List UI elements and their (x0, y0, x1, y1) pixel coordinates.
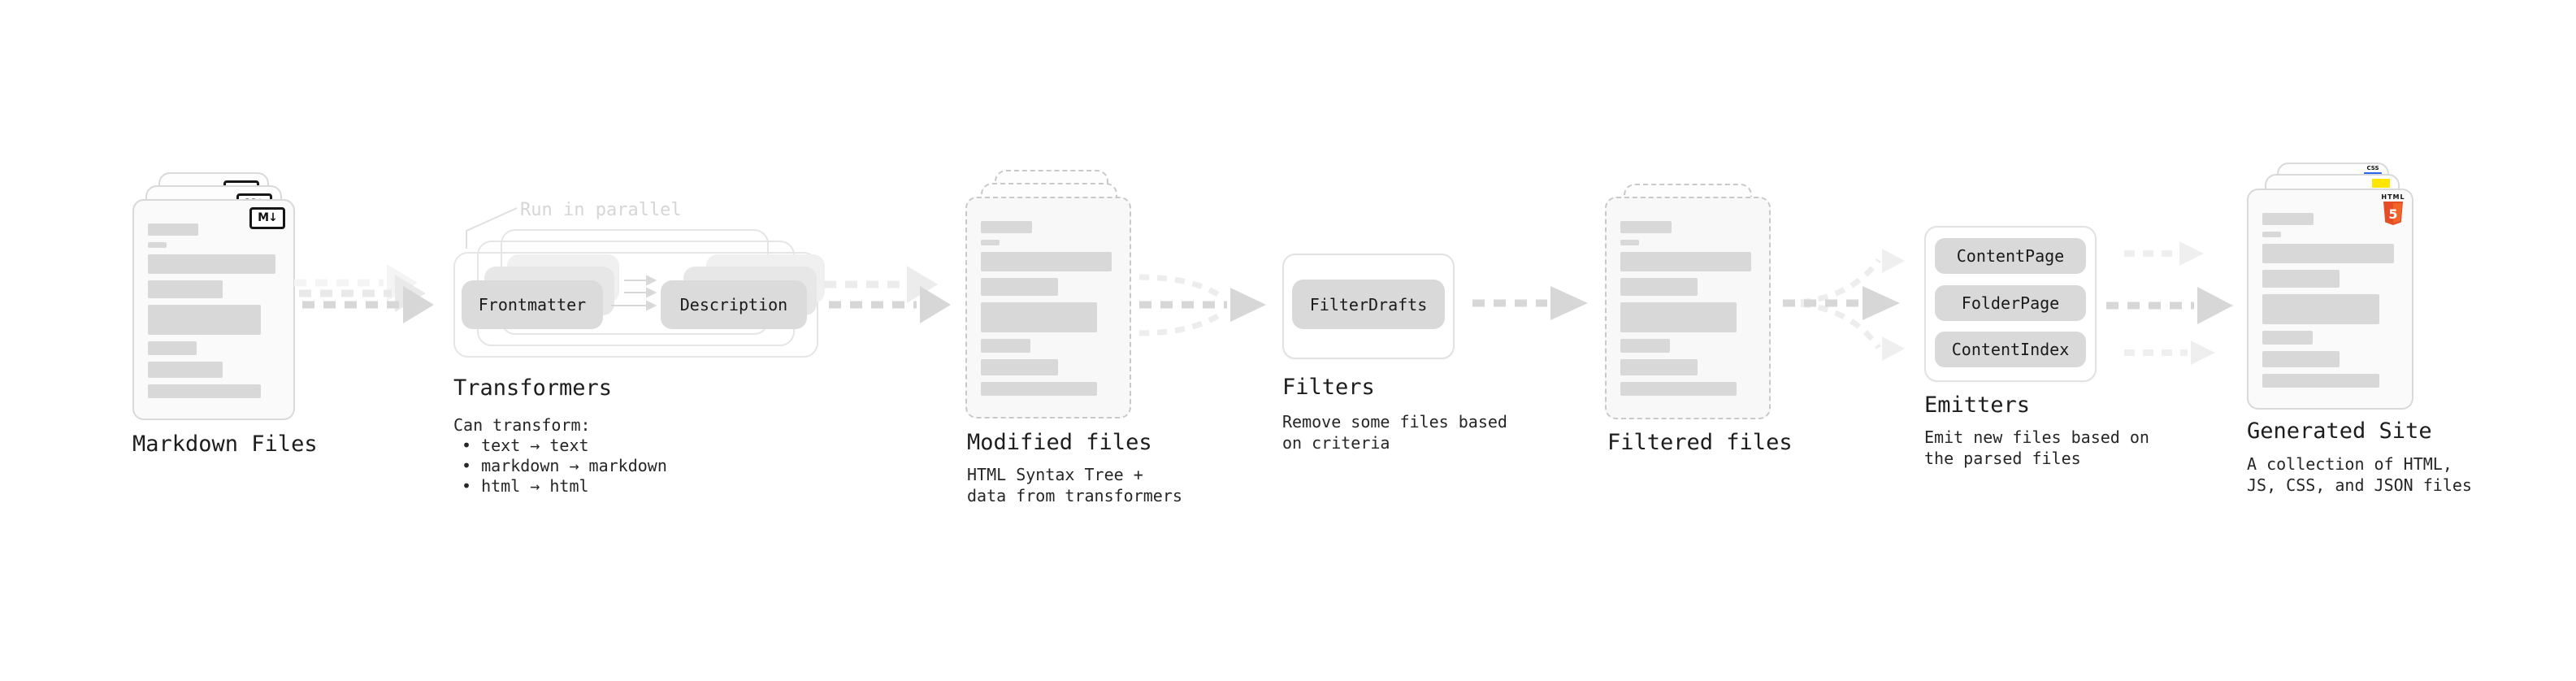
html5-icon-text: HTML (2381, 193, 2405, 201)
arrow-markdown-to-transformers (294, 264, 434, 323)
run-in-parallel-note: Run in parallel (520, 200, 682, 220)
generated-desc-line: A collection of HTML, (2247, 454, 2452, 474)
transformers-desc-title: Can transform: (453, 415, 591, 435)
css-icon: CSS (2364, 166, 2382, 175)
folderpage-pill: FolderPage (1935, 285, 2086, 321)
emitters-desc-line: Emit new files based on (1924, 427, 2149, 447)
arrow-emitters-to-generated (2106, 241, 2233, 365)
document-content-placeholder (2262, 213, 2398, 388)
generated-desc-line: JS, CSS, and JSON files (2247, 475, 2472, 495)
svg-text:5: 5 (2388, 206, 2397, 222)
arrow-filters-to-filtered (1472, 286, 1588, 320)
modified-desc-line: HTML Syntax Tree + (967, 465, 1143, 484)
generated-html-file-card: HTML 5 (2247, 189, 2413, 410)
filtered-file-card (1605, 197, 1771, 419)
emitters-desc-line: the parsed files (1924, 449, 2081, 468)
filterdrafts-pill: FilterDrafts (1292, 280, 1445, 329)
css-icon-text: CSS (2366, 165, 2379, 171)
contentpage-pill: ContentPage (1935, 238, 2086, 274)
filters-desc-line: Remove some files based (1282, 412, 1507, 432)
markdown-file-card: M↓ (132, 199, 295, 420)
note-callout-line (466, 207, 518, 249)
markdown-icon: M↓ (249, 207, 285, 229)
js-icon (2372, 179, 2390, 188)
generated-site-description: A collection of HTML, JS, CSS, and JSON … (2247, 453, 2472, 496)
frontmatter-pill: Frontmatter (462, 280, 603, 329)
emitters-label: Emitters (1924, 393, 2031, 418)
filtered-files-label: Filtered files (1607, 430, 1793, 455)
arrow-transformers-to-modified (824, 266, 951, 323)
modified-desc-line: data from transformers (967, 486, 1182, 505)
modified-files-label: Modified files (967, 430, 1152, 455)
modified-files-description: HTML Syntax Tree + data from transformer… (967, 464, 1182, 506)
contentindex-pill: ContentIndex (1935, 332, 2086, 367)
filters-desc-line: on criteria (1282, 433, 1390, 453)
transformers-description: Can transform: text → text markdown → ma… (453, 415, 667, 497)
filters-label: Filters (1282, 375, 1375, 400)
html5-shield: 5 (2383, 202, 2403, 225)
arrow-filtered-to-emitters (1783, 249, 1905, 361)
filters-description: Remove some files based on criteria (1282, 411, 1507, 453)
transformer-group-box (453, 252, 818, 358)
css-icon-underline (2364, 172, 2382, 175)
document-content-placeholder (1620, 221, 1755, 396)
description-pill: Description (661, 280, 807, 329)
document-content-placeholder (981, 221, 1116, 396)
emitters-description: Emit new files based on the parsed files (1924, 427, 2149, 469)
transformers-bullet: markdown → markdown (453, 456, 667, 476)
transformers-bullet: text → text (453, 436, 667, 456)
markdown-files-label: Markdown Files (132, 432, 318, 457)
generated-site-label: Generated Site (2247, 419, 2432, 444)
arrow-modified-to-filters (1138, 274, 1266, 336)
transformer-pill-arrows (611, 275, 657, 311)
transformers-label: Transformers (453, 375, 613, 401)
transformers-bullet: html → html (453, 476, 667, 497)
document-content-placeholder (148, 223, 280, 398)
html5-icon: HTML 5 (2381, 193, 2405, 226)
modified-file-card (965, 197, 1131, 419)
